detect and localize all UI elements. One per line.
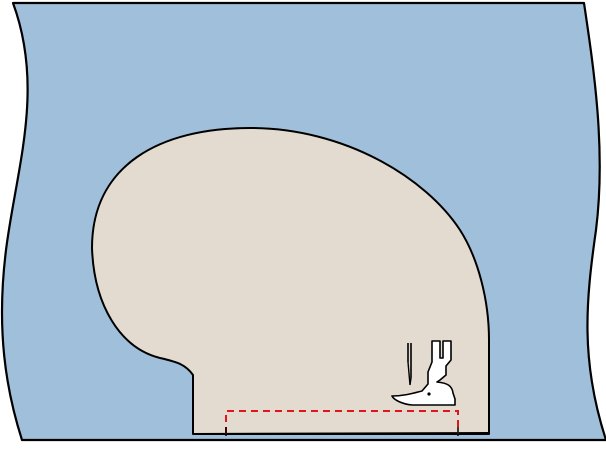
sewing-needle-icon (407, 343, 412, 386)
pocket-bottom-edge (192, 432, 490, 435)
presser-foot-icon (391, 340, 456, 406)
pocket-piece (91, 127, 490, 435)
stitch-line (225, 410, 459, 434)
